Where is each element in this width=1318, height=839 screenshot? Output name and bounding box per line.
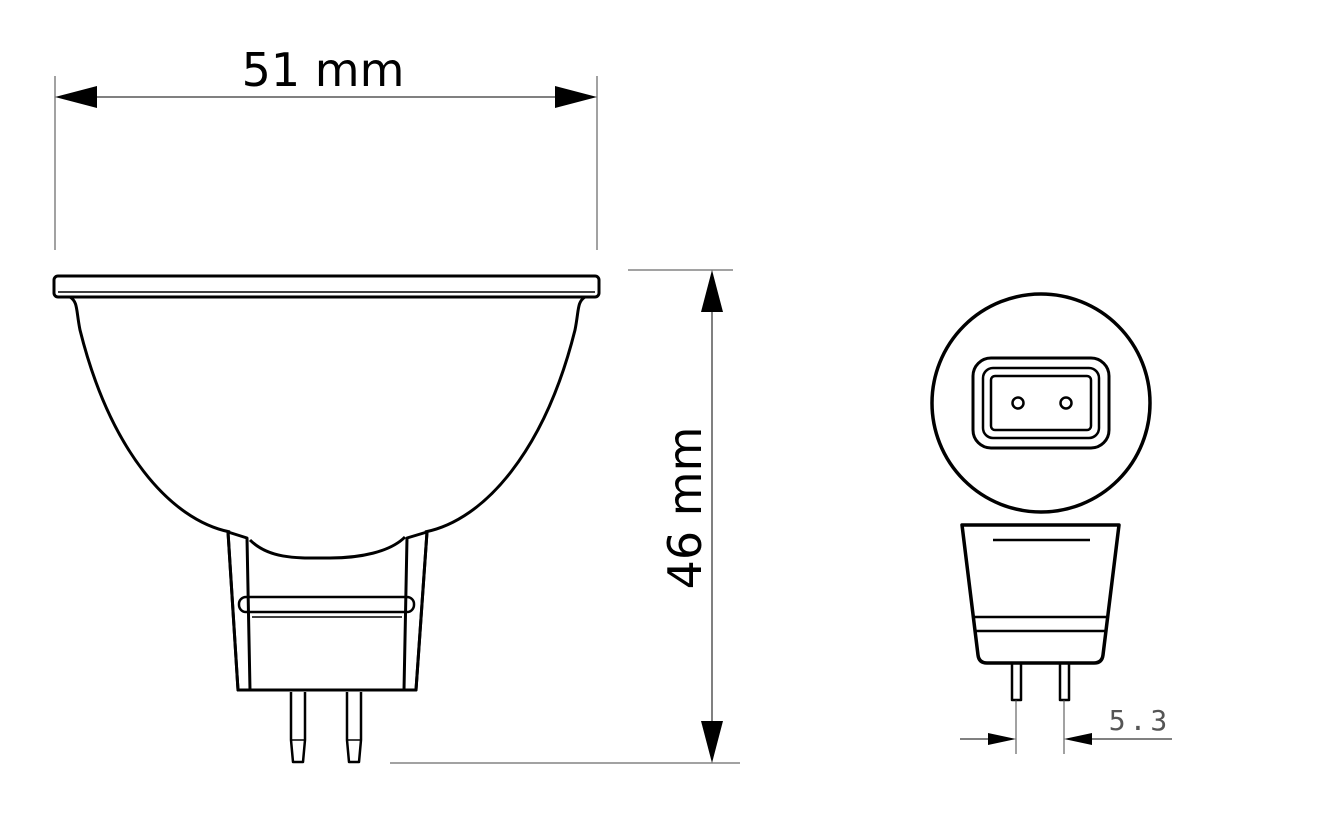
pin-spacing-arrow-left (988, 733, 1016, 745)
lamp-rim (52, 274, 601, 299)
height-arrow-top (701, 270, 723, 312)
pin-spacing-dimension: 5.3 (960, 700, 1172, 754)
base-top-circle (930, 292, 1152, 514)
lamp-base-inner-left (246, 537, 251, 691)
base-front-view (960, 523, 1121, 702)
lamp-side-view (52, 274, 601, 764)
pin-spacing-arrow-right (1064, 733, 1092, 745)
lamp-base-ridge (237, 595, 416, 614)
lamp-pin-right (345, 692, 363, 764)
base-front-pin-right (1058, 663, 1071, 702)
width-arrow-left (55, 86, 97, 108)
width-arrow-right (555, 86, 597, 108)
lamp-base-inner-right (403, 537, 408, 691)
width-dimension: 51 mm (54, 43, 598, 250)
height-arrow-bottom (701, 721, 723, 763)
lamp-reflector-bottom (248, 535, 407, 560)
base-top-inner-socket (989, 374, 1093, 432)
pin-spacing-label: 5.3 (1109, 704, 1172, 737)
base-front-body (960, 523, 1121, 665)
base-top-middle-socket (981, 366, 1101, 440)
height-dimension: 46 mm (390, 269, 740, 764)
height-label: 46 mm (658, 427, 712, 590)
lamp-pin-left (289, 692, 307, 764)
lamp-base-outline (226, 531, 429, 692)
base-top-pin-right (1059, 396, 1073, 410)
lamp-reflector (69, 295, 586, 534)
base-top-view (930, 292, 1152, 514)
width-label: 51 mm (242, 43, 405, 97)
base-top-outer-socket (971, 356, 1111, 450)
base-top-pin-left (1011, 396, 1025, 410)
base-front-pin-left (1010, 663, 1023, 702)
